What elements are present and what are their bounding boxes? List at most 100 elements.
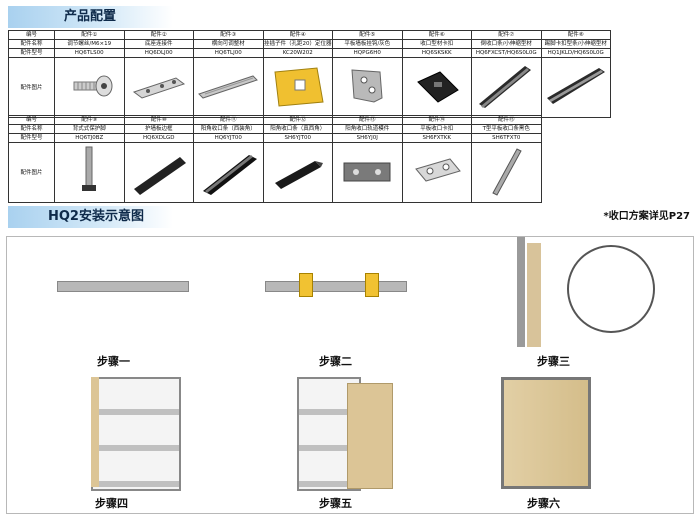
table-cell: 横向可调整材 — [193, 39, 264, 49]
table-cell — [540, 57, 611, 118]
step3-wall — [517, 237, 525, 347]
table-cell: 踢脚卡扣型条/小伸缩型材 — [540, 39, 611, 49]
table-cell: 调节螺丝/M6×19 — [54, 39, 125, 49]
step-label: 步骤二 — [319, 355, 352, 368]
table-cell: 背式式保护脚 — [54, 124, 125, 134]
table-cell: 底座连接件 — [123, 39, 194, 49]
table-cell: 平板收口卡扣 — [401, 124, 472, 134]
table-cell: 配件④ — [262, 30, 333, 40]
table-cell — [332, 142, 403, 203]
section-banner-install: HQ2安装示意图 — [8, 206, 173, 228]
table-cell — [54, 57, 125, 118]
table-cell: 配件① — [54, 30, 125, 40]
table-cell: 配件⑬ — [332, 115, 403, 125]
table-cell: 配件③ — [193, 30, 264, 40]
hanger-plate-icon — [274, 67, 324, 107]
table-cell — [332, 57, 403, 118]
frame-profile-icon — [133, 157, 186, 195]
table-cell — [54, 142, 125, 203]
step4-frame — [91, 377, 181, 491]
table-cell: 配件⑮ — [471, 115, 542, 125]
table-cell: 配件⑤ — [332, 30, 403, 40]
clip-icon — [416, 71, 459, 103]
row-label: 配件图片 — [8, 142, 55, 203]
step-label: 步骤四 — [95, 497, 128, 510]
table-cell: HQ6TJ0BZ — [54, 133, 125, 143]
table-cell — [401, 57, 472, 118]
table-cell: 配件⑨ — [54, 115, 125, 125]
step-label: 步骤三 — [537, 355, 570, 368]
table-cell: 平板墙板挂钩/灰色 — [332, 39, 403, 49]
table-cell: 配件② — [123, 30, 194, 40]
table-cell: HQ6YJT00 — [193, 133, 264, 143]
table-cell — [471, 57, 542, 118]
step-label: 步骤六 — [527, 497, 560, 510]
table-row: 配件图片 — [8, 142, 542, 203]
parts-table-1: 编号 配件① 配件② 配件③ 配件④ 配件⑤ 配件⑥ 配件⑦ 配件⑧ 配件名称 … — [8, 30, 611, 118]
step6-cabinet — [501, 377, 591, 489]
adjustable-bar-icon — [198, 75, 259, 99]
row-label: 配件名称 — [8, 124, 55, 134]
table-cell: SH6YJT00 — [262, 133, 333, 143]
table-cell: HQ6XDLGD — [123, 133, 194, 143]
table-cell: 阳角收口条（真西角） — [262, 124, 333, 134]
leveling-foot-icon — [82, 146, 97, 191]
table-cell — [123, 142, 194, 203]
table-cell — [123, 57, 194, 118]
outer-corner-icon — [274, 161, 323, 189]
table-cell: HQPG6H0 — [332, 48, 403, 58]
installation-diagram: 步骤一 步骤二 步骤三 步骤四 步骤五 步骤六 — [6, 236, 694, 514]
track-icon — [343, 162, 391, 182]
step3-detail-circle — [567, 245, 655, 333]
parts-table-2: 编号 配件⑨ 配件⑩ 配件⑪ 配件⑫ 配件⑬ 配件⑭ 配件⑮ 配件名称 背式式保… — [8, 115, 542, 203]
section-title: HQ2安装示意图 — [48, 209, 144, 224]
section-title: 产品配置 — [64, 9, 117, 24]
table-cell: T型平板收口条黑色 — [471, 124, 542, 134]
section-banner-config: 产品配置 — [8, 6, 173, 28]
table-cell: HQ6FXCST/HQ6S0L0G — [471, 48, 542, 58]
hook-icon — [351, 69, 383, 103]
table-cell — [193, 57, 264, 118]
table-row: 配件名称 背式式保护脚 护墙板边框 阳角收口条（西装角） 阳角收口条（真西角） … — [8, 124, 542, 134]
table-cell: 配件⑥ — [401, 30, 472, 40]
note-text: *收口方案详见P27 — [603, 211, 690, 222]
step1-rail — [57, 281, 189, 292]
table-cell — [262, 142, 333, 203]
table-cell: 配件⑧ — [540, 30, 611, 40]
table-cell: KC20W202 — [262, 48, 333, 58]
table-cell: HQ6TLS00 — [54, 48, 125, 58]
table-cell: 倒收口条/小伸缩型材 — [471, 39, 542, 49]
table-cell: SH6TFXT0 — [471, 133, 542, 143]
table-cell: HQ6DLJ00 — [123, 48, 194, 58]
table-cell: HQ1JKLD/HQ6S0L0G — [540, 48, 611, 58]
table-row: 配件型号 HQ6TLS00 HQ6DLJ00 HQ6TLJ00 KC20W202… — [8, 48, 611, 58]
step-label: 步骤五 — [319, 497, 352, 510]
row-label: 配件名称 — [8, 39, 55, 49]
table-cell: HQ6SKSKK — [401, 48, 472, 58]
table-cell — [193, 142, 264, 203]
table-cell: 收口型材卡扣 — [401, 39, 472, 49]
row-label: 编号 — [8, 115, 55, 125]
table-row: 配件型号 HQ6TJ0BZ HQ6XDLGD HQ6YJT00 SH6YJT00… — [8, 133, 542, 143]
step2-rail — [265, 281, 407, 292]
table-cell: SH6FXTKK — [401, 133, 472, 143]
corner-profile-icon — [203, 155, 258, 195]
table-cell: 配件⑦ — [471, 30, 542, 40]
table-cell: 配件⑫ — [262, 115, 333, 125]
table-cell: 配件⑩ — [123, 115, 194, 125]
screw-icon — [73, 75, 113, 97]
row-label: 配件图片 — [8, 57, 55, 118]
step2-bracket — [365, 273, 379, 297]
table-row: 编号 配件⑨ 配件⑩ 配件⑪ 配件⑫ 配件⑬ 配件⑭ 配件⑮ — [8, 115, 542, 125]
table-cell: 配件⑭ — [401, 115, 472, 125]
edge-strip-icon — [479, 66, 532, 108]
table-cell: 配件⑪ — [193, 115, 264, 125]
skirting-icon — [546, 68, 605, 104]
step4-panel — [91, 377, 99, 487]
table-cell — [471, 142, 542, 203]
step5-panel — [347, 383, 393, 489]
step2-bracket — [299, 273, 313, 297]
flat-clip-icon — [414, 158, 461, 182]
table-row: 配件图片 — [8, 57, 611, 118]
table-cell: 阳角收口条（西装角） — [193, 124, 264, 134]
